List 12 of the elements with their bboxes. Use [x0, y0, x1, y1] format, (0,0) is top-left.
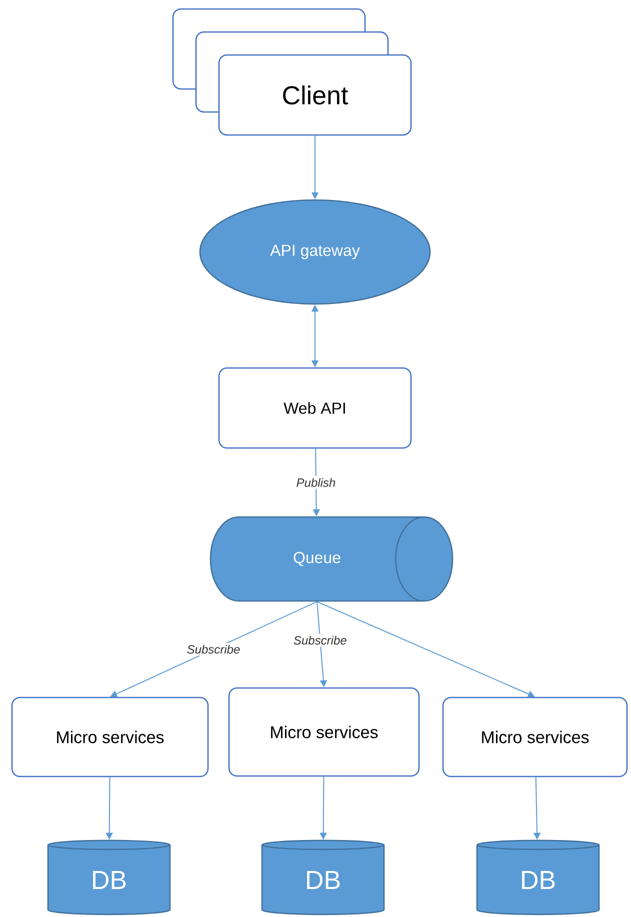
process-box: Web API: [218, 367, 412, 449]
queue-cylinder: Queue: [210, 516, 454, 602]
edge-label: Subscribe: [187, 644, 240, 654]
edge-label: Publish: [296, 478, 336, 487]
process-box: Micro services: [228, 687, 420, 777]
database-cylinder: DB: [47, 840, 171, 916]
process-box: Micro services: [442, 696, 628, 778]
process-box: Micro services: [11, 696, 209, 778]
database-cylinder: DB: [476, 840, 600, 916]
client-box: Client: [172, 8, 412, 136]
edge-label: Subscribe: [294, 636, 346, 645]
database-cylinder: DB: [261, 840, 385, 916]
